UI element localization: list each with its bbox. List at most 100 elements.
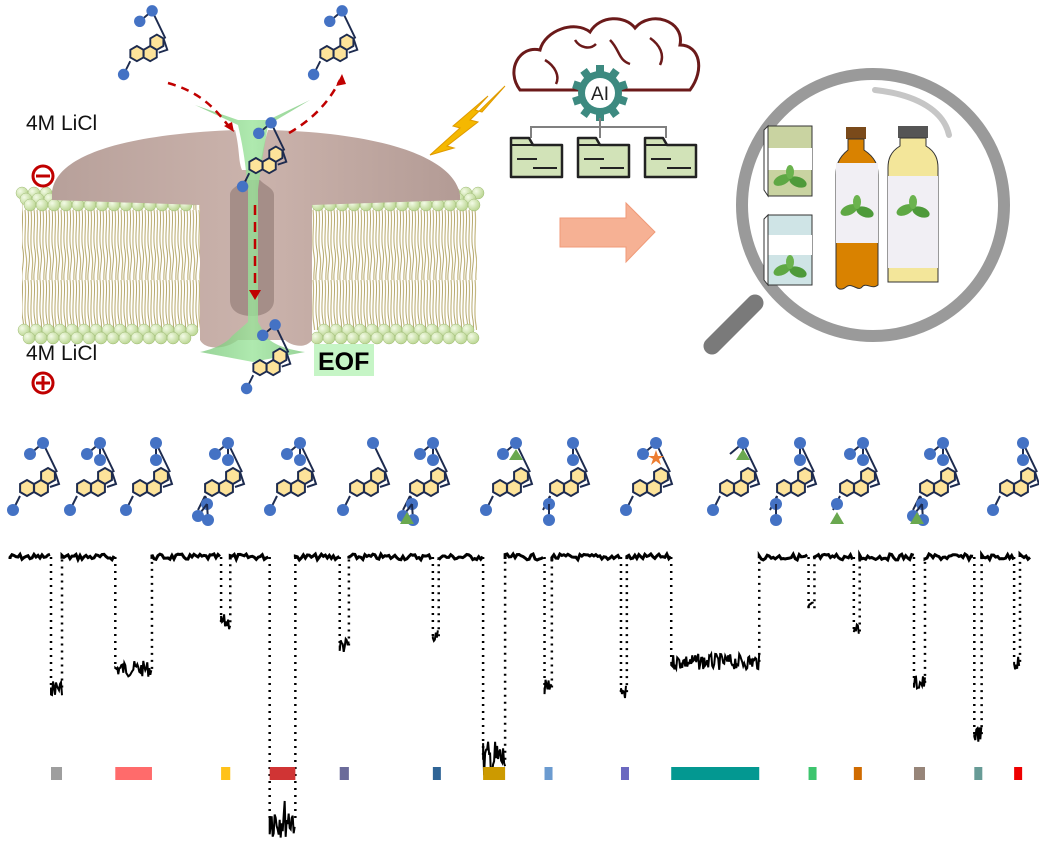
- monosaccharide-node: [222, 454, 234, 466]
- baseline-current-segment: [8, 551, 51, 562]
- blockade-event: [912, 675, 926, 691]
- trans-electrolyte-label: 4M LiCl: [26, 342, 97, 365]
- monosaccharide-node: [857, 454, 869, 466]
- monosaccharide-node: [844, 448, 856, 460]
- tea-leaf-icon: [896, 195, 930, 218]
- monosaccharide-node: [150, 454, 162, 466]
- monosaccharide-node: [307, 68, 320, 81]
- monosaccharide-node: [620, 504, 632, 516]
- monosaccharide-node: [222, 437, 234, 449]
- event-label-bar: [339, 767, 349, 780]
- glycan-structure: [620, 437, 674, 516]
- tea-leaf-icon: [773, 165, 807, 188]
- current-trace: [8, 549, 1031, 838]
- monosaccharide-node: [120, 504, 132, 516]
- monosaccharide-node: [770, 514, 782, 526]
- blockade-event: [670, 650, 761, 673]
- glycan-structure: [397, 437, 451, 526]
- aglycone-rings: [719, 466, 761, 498]
- monosaccharide-node: [209, 448, 221, 460]
- blockade-event: [338, 636, 350, 653]
- monosaccharide-node: [1017, 437, 1029, 449]
- glycan-structure: [769, 437, 818, 526]
- aglycone-rings: [204, 466, 246, 498]
- monosaccharide-node: [150, 437, 162, 449]
- glycan-structure: [337, 437, 391, 516]
- glycan-structure: [542, 437, 591, 526]
- aglycone-rings: [492, 466, 534, 498]
- monosaccharide-node: [7, 504, 19, 516]
- baseline-current-segment: [1018, 550, 1031, 562]
- monosaccharide-node: [81, 448, 93, 460]
- negative-electrode-icon: [31, 164, 55, 188]
- baseline-current-segment: [150, 552, 221, 563]
- blockade-event: [482, 741, 507, 779]
- triangle-residue-icon: [400, 512, 414, 524]
- monosaccharide-node: [794, 437, 806, 449]
- lipid-heads-bottom: [17, 323, 480, 345]
- monosaccharide-node: [543, 514, 555, 526]
- glycan-exiting: [240, 319, 292, 395]
- baseline-current-segment: [980, 550, 1015, 563]
- monosaccharide-node: [414, 448, 426, 460]
- monosaccharide-node: [37, 437, 49, 449]
- event-label-bar: [115, 767, 152, 780]
- aglycone-rings: [252, 347, 292, 377]
- glycan-structure: [7, 437, 61, 516]
- eof-label-background: [314, 344, 374, 376]
- monosaccharide-node: [831, 498, 843, 510]
- aglycone-rings: [248, 145, 288, 175]
- blockade-event: [268, 800, 296, 838]
- monosaccharide-node: [94, 454, 106, 466]
- monosaccharide-node: [240, 382, 253, 395]
- aglycone-rings: [409, 466, 451, 498]
- aglycone-rings: [76, 466, 118, 498]
- monosaccharide-node: [192, 510, 204, 522]
- monosaccharide-node: [202, 514, 214, 526]
- event-label-bar: [269, 767, 296, 780]
- monosaccharide-node: [336, 5, 348, 17]
- ai-analysis-illustration: AI: [429, 17, 701, 264]
- event-label-bars: [51, 767, 1023, 780]
- glycan-structure: [120, 437, 174, 516]
- aglycone-rings: [276, 466, 318, 498]
- monosaccharide-node: [269, 319, 281, 331]
- folder-icon: [576, 136, 631, 179]
- monosaccharide-node: [94, 437, 106, 449]
- monosaccharide-node: [857, 437, 869, 449]
- glycan-in-pore: [236, 117, 288, 193]
- glycan-structure: [830, 437, 881, 524]
- aglycone-rings: [132, 466, 174, 498]
- folder-icon: [509, 136, 564, 179]
- aglycone-rings: [349, 466, 391, 498]
- glycan-structure: [907, 437, 961, 526]
- monosaccharide-node: [637, 448, 649, 460]
- monosaccharide-node: [427, 454, 439, 466]
- monosaccharide-node: [427, 437, 439, 449]
- triangle-residue-icon: [830, 512, 844, 524]
- blockade-event: [50, 678, 64, 697]
- blockade-event: [619, 685, 627, 699]
- event-label-bar: [1014, 767, 1023, 780]
- monosaccharide-node: [794, 454, 806, 466]
- blockade-event: [114, 659, 153, 678]
- monosaccharide-node: [650, 437, 662, 449]
- glycan-rejected: [307, 5, 359, 81]
- glycan-structure: [480, 437, 534, 516]
- aglycone-rings: [776, 466, 818, 498]
- aglycone-rings: [839, 466, 881, 498]
- monosaccharide-node: [707, 504, 719, 516]
- monosaccharide-node: [257, 329, 269, 341]
- blockade-event: [973, 725, 983, 742]
- glycan-structure: [64, 437, 118, 516]
- tea-bottle-icon: [835, 127, 879, 290]
- monosaccharide-node: [146, 5, 158, 17]
- blockade-event: [852, 622, 860, 634]
- entry-arrow: [167, 81, 231, 129]
- monosaccharide-node: [117, 68, 130, 81]
- aglycone-rings: [549, 466, 591, 498]
- brain-cloud-icon: [512, 17, 701, 92]
- baseline-current-segment: [347, 550, 433, 563]
- baseline-current-segment: [812, 551, 854, 562]
